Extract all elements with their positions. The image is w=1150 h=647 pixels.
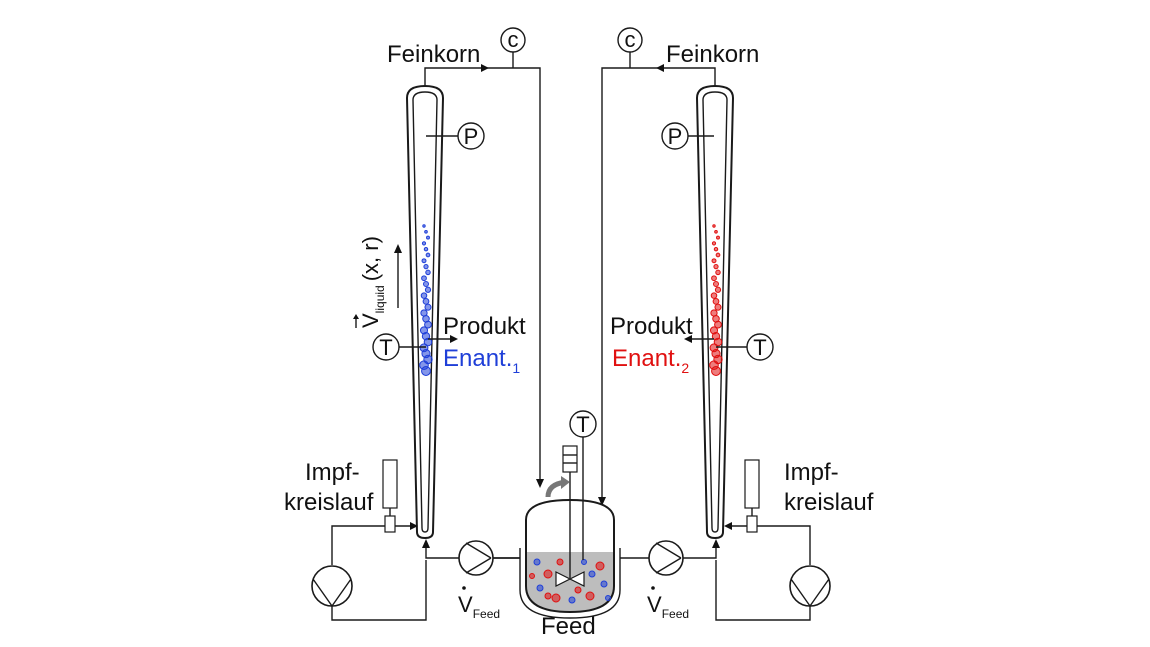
- vessel-crystals: [529, 558, 611, 604]
- crystal-particle: [605, 595, 611, 601]
- v-feed-left-dot: [462, 586, 466, 590]
- stirrer: [545, 445, 585, 587]
- crystal-particle: [600, 580, 608, 588]
- crystal-particle: [420, 292, 428, 299]
- crystal-particle: [422, 298, 430, 305]
- right-fines-line: [598, 52, 716, 506]
- crystal-particle: [551, 593, 561, 603]
- crystal-particle: [529, 573, 535, 579]
- feed-vessel: [519, 498, 621, 619]
- v-feed-right-label: VFeed: [647, 592, 689, 621]
- crystal-particle: [426, 235, 430, 240]
- crystal-particle: [425, 252, 431, 258]
- v-feed-left-label: VFeed: [458, 592, 500, 621]
- crystal-particle: [543, 569, 553, 579]
- impf-left-2: kreislauf: [284, 489, 374, 516]
- left-fines-line: [424, 52, 544, 488]
- left-crystallizer-column: [405, 84, 445, 540]
- crystal-particle: [715, 269, 721, 276]
- crystal-particle: [421, 258, 427, 264]
- t-center-label: T: [576, 412, 589, 437]
- crystal-particle: [595, 561, 605, 571]
- c-left-label: c: [508, 27, 519, 52]
- crystal-particle: [710, 292, 718, 299]
- liquid-flow-label: Vliquid(x, r): [353, 236, 387, 328]
- crystal-particle: [714, 320, 722, 329]
- crystal-particle: [585, 591, 595, 601]
- feinkorn-left-label: Feinkorn: [387, 41, 480, 68]
- crystal-particle: [424, 303, 432, 311]
- crystal-particle: [714, 286, 722, 293]
- crystal-particle: [425, 269, 431, 276]
- p-right-label: P: [668, 124, 683, 149]
- upflow-arrow: [394, 244, 402, 308]
- produkt-left-label: Produkt: [443, 313, 526, 340]
- crystal-particle: [713, 246, 719, 252]
- crystal-particle: [533, 558, 541, 566]
- produkt-right-label: Produkt: [610, 313, 693, 340]
- product-outlet-right: [684, 335, 714, 343]
- enant-left-label: Enant.1: [443, 345, 520, 376]
- crystal-particle: [581, 559, 587, 565]
- t-left-label: T: [379, 335, 392, 360]
- crystal-particle: [423, 246, 429, 252]
- crystal-particle: [714, 229, 718, 234]
- crystal-particle: [574, 586, 582, 594]
- crystal-particle: [421, 241, 427, 246]
- crystal-particle: [568, 596, 576, 604]
- impf-left-1: Impf-: [305, 459, 360, 486]
- crystal-particle: [424, 320, 432, 329]
- temperature-sensor-left: T: [372, 333, 426, 361]
- impf-right-2: kreislauf: [784, 489, 874, 516]
- crystal-particle: [711, 258, 717, 264]
- crystal-particle: [711, 241, 717, 246]
- product-outlet-left: [428, 335, 458, 343]
- crystal-particle: [588, 570, 596, 578]
- crystal-particle: [544, 592, 552, 600]
- enant-right-label: Enant.2: [612, 345, 689, 376]
- p-left-label: P: [464, 124, 479, 149]
- crystal-particle: [714, 303, 722, 311]
- crystal-particle: [423, 281, 429, 287]
- crystal-particle: [421, 366, 431, 376]
- crystal-particle: [423, 263, 429, 270]
- concentration-sensor-right: c: [617, 27, 643, 53]
- feed-pump-left: [458, 540, 494, 576]
- left-crystals-blue: [419, 224, 433, 376]
- feed-label: Feed: [541, 613, 596, 640]
- crystal-particle: [716, 235, 720, 240]
- crystal-particle: [424, 229, 428, 234]
- v-feed-right-dot: [651, 586, 655, 590]
- crystal-particle: [556, 558, 564, 566]
- concentration-sensor-left: c: [500, 27, 526, 53]
- crystal-particle: [711, 366, 721, 376]
- pressure-sensor-left: P: [426, 122, 485, 150]
- feed-pump-right: [648, 540, 684, 576]
- crystal-particle: [424, 286, 432, 293]
- crystal-particle: [421, 275, 427, 282]
- temperature-sensor-vessel: T: [569, 410, 597, 560]
- crystal-particle: [713, 281, 719, 287]
- right-crystals-red: [709, 224, 723, 376]
- impf-right-1: Impf-: [784, 459, 839, 486]
- c-right-label: c: [625, 27, 636, 52]
- crystal-particle: [715, 252, 721, 258]
- pressure-sensor-right: P: [661, 122, 714, 150]
- t-right-label: T: [753, 335, 766, 360]
- feinkorn-right-label: Feinkorn: [666, 41, 759, 68]
- seed-loop-right: [715, 459, 831, 621]
- seed-loop-left: [311, 459, 427, 621]
- crystal-particle: [713, 263, 719, 270]
- v-liquid-label: Vliquid(x, r): [358, 236, 387, 328]
- crystal-particle: [712, 298, 720, 305]
- crystal-particle: [712, 224, 716, 228]
- crystal-particle: [422, 224, 426, 228]
- crystal-particle: [711, 275, 717, 282]
- crystal-particle: [536, 584, 544, 592]
- right-crystallizer-column: [695, 84, 735, 540]
- temperature-sensor-right: T: [716, 333, 774, 361]
